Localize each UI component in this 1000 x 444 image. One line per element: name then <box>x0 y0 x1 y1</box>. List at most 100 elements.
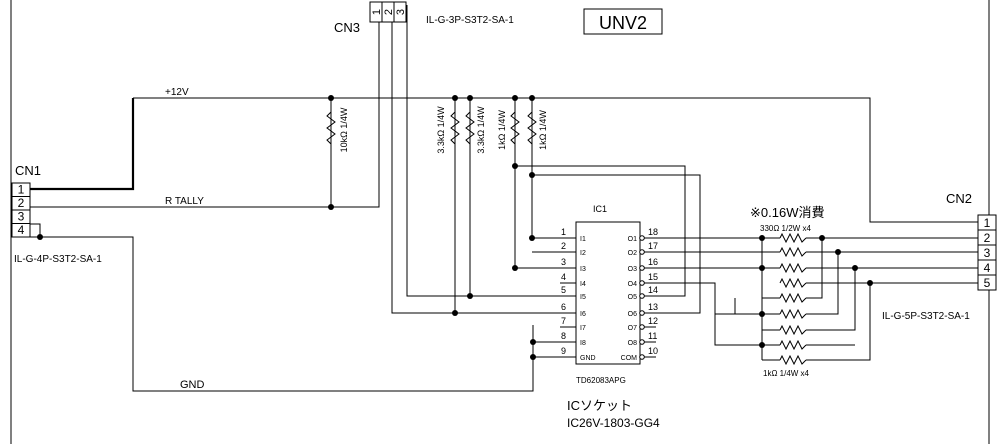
ic-right-pin-name-12: O7 <box>628 325 637 332</box>
ic-right-pin-num-12: 12 <box>648 316 658 326</box>
ic1-body <box>575 221 641 365</box>
resistor-10k: 10kΩ 1/4W <box>326 107 349 152</box>
cn2-pin-3: 3 <box>984 246 991 260</box>
cn2-label: CN2 <box>946 191 972 206</box>
ic-right-pin-name-11: O8 <box>628 340 637 347</box>
resistor-1k-a-label: 1kΩ 1/4W <box>497 110 507 150</box>
ic-right-pin-name-14: O5 <box>628 294 637 301</box>
ic-left-pin-name-4: I4 <box>580 281 586 288</box>
ic-right-pin-num-16: 16 <box>648 257 658 267</box>
title-box-text: UNV2 <box>599 13 647 33</box>
ic-left-pin-num-3: 3 <box>561 257 566 267</box>
cn1-pin-4: 4 <box>18 223 25 237</box>
cn1-label: CN1 <box>15 163 41 178</box>
ic-right-pin-bubble-13 <box>639 310 645 316</box>
ic-right-pin-bubble-10 <box>639 354 645 360</box>
resistor-h-7 <box>779 324 807 336</box>
ic-right-pin-num-10: 10 <box>648 346 658 356</box>
resistor-3k3-b-label: 3.3kΩ 1/4W <box>476 106 486 154</box>
ic-right-pin-name-15: O4 <box>628 281 637 288</box>
cn1-pin-1: 1 <box>18 183 25 197</box>
resistor-1k-a: 1kΩ 1/4W <box>497 110 520 150</box>
resistor-1k-b-label: 1kΩ 1/4W <box>538 110 548 150</box>
ic-socket-title: ICソケット <box>567 398 632 413</box>
junctions <box>37 95 873 360</box>
cn3-pin-3-box <box>393 1 407 23</box>
ic1-part: TD62083APG <box>576 376 626 385</box>
resistor-1k-b: 1kΩ 1/4W <box>527 110 548 150</box>
ic-left-pin-name-5: I5 <box>580 294 586 301</box>
ic-right-pin-name-18: O1 <box>628 236 637 243</box>
ic-left-pin-name-8: I8 <box>580 340 586 347</box>
ic-right-pin-num-13: 13 <box>648 302 658 312</box>
resistor-h-9 <box>779 354 807 366</box>
ic-right-pin-bubble-15 <box>639 280 645 286</box>
ic1: IC1 1I12I23I34I45I56I67I78I89GND18O117O2… <box>560 204 660 430</box>
ic-right-pin-num-17: 17 <box>648 241 658 251</box>
resistor-3k3-a-label: 3.3kΩ 1/4W <box>436 106 446 154</box>
resistor-h-1 <box>779 232 807 244</box>
resistor-h-6 <box>779 308 807 320</box>
ic-left-pin-name-3: I3 <box>580 266 586 273</box>
resistor-h-3 <box>779 262 807 274</box>
ic-left-pin-name-9: GND <box>580 355 596 362</box>
cn2-pin-4: 4 <box>984 261 991 275</box>
cn1-pin-3: 3 <box>18 210 25 224</box>
cn2-pin-5: 5 <box>984 276 991 290</box>
net-label-gnd: GND <box>180 379 205 391</box>
cn2-part: IL-G-5P-S3T2-SA-1 <box>882 311 970 322</box>
cn3-pin-2: 2 <box>383 9 395 15</box>
resistor-h-5 <box>779 292 807 304</box>
cn3-label: CN3 <box>334 20 360 35</box>
ic-left-pin-num-2: 2 <box>561 241 566 251</box>
ic-right-pin-name-16: O3 <box>628 266 637 273</box>
ic-left-pin-num-1: 1 <box>561 227 566 237</box>
ic-left-pin-num-4: 4 <box>561 272 566 282</box>
ic-left-pin-name-1: I1 <box>580 236 586 243</box>
resistor-h-8 <box>779 339 807 351</box>
title-box <box>583 8 663 35</box>
ic-left-pin-num-8: 8 <box>561 331 566 341</box>
ic-left-pin-num-5: 5 <box>561 285 566 295</box>
cn2-pin-5-box <box>977 274 997 291</box>
ic-right-pin-bubble-18 <box>639 235 645 241</box>
ic-right-pin-num-18: 18 <box>648 227 658 237</box>
resistor-3k3-b: 3.3kΩ 1/4W <box>465 106 486 154</box>
cn3-pin-3: 3 <box>395 9 407 15</box>
ic-left-pin-num-6: 6 <box>561 302 566 312</box>
resistor-h-2 <box>779 246 807 258</box>
ic-right-pin-name-10: COM <box>621 355 638 362</box>
net-label-rtally: R TALLY <box>165 196 204 207</box>
ic-left-pin-num-9: 9 <box>561 346 566 356</box>
ic-right-pin-name-13: O6 <box>628 311 637 318</box>
ic-socket-part: IC26V-1803-GG4 <box>567 416 660 430</box>
cn2-pin-1: 1 <box>984 216 991 230</box>
ic-right-pin-num-14: 14 <box>648 285 658 295</box>
cn1-pin-2: 2 <box>18 196 25 210</box>
ic-right-pin-bubble-12 <box>639 324 645 330</box>
resistor-1k-x4-label: 1kΩ 1/4W x4 <box>763 369 810 378</box>
ic-left-pin-name-2: I2 <box>580 250 586 257</box>
ic-right-pin-num-11: 11 <box>648 331 657 341</box>
ic-right-pin-bubble-17 <box>639 249 645 255</box>
cn3-part: IL-G-3P-S3T2-SA-1 <box>426 15 514 26</box>
ic-right-pin-num-15: 15 <box>648 272 658 282</box>
ic-left-pin-num-7: 7 <box>561 316 566 326</box>
cn1-part: IL-G-4P-S3T2-SA-1 <box>14 254 102 265</box>
ic1-ref: IC1 <box>593 204 607 214</box>
ic-left-pin-name-7: I7 <box>580 325 586 332</box>
ic-right-pin-bubble-14 <box>639 293 645 299</box>
resistor-3k3-a: 3.3kΩ 1/4W <box>436 106 460 154</box>
ic-right-pin-name-17: O2 <box>628 250 637 257</box>
resistor-h-4 <box>779 277 807 289</box>
ic-right-pin-bubble-16 <box>639 265 645 271</box>
cn1-pin-4-box <box>11 223 31 238</box>
resistor-10k-label: 10kΩ 1/4W <box>339 107 349 152</box>
net-label-12v: +12V <box>165 87 189 98</box>
power-note: ※0.16W消費 <box>750 205 824 220</box>
cn3-pin-1: 1 <box>371 9 383 15</box>
